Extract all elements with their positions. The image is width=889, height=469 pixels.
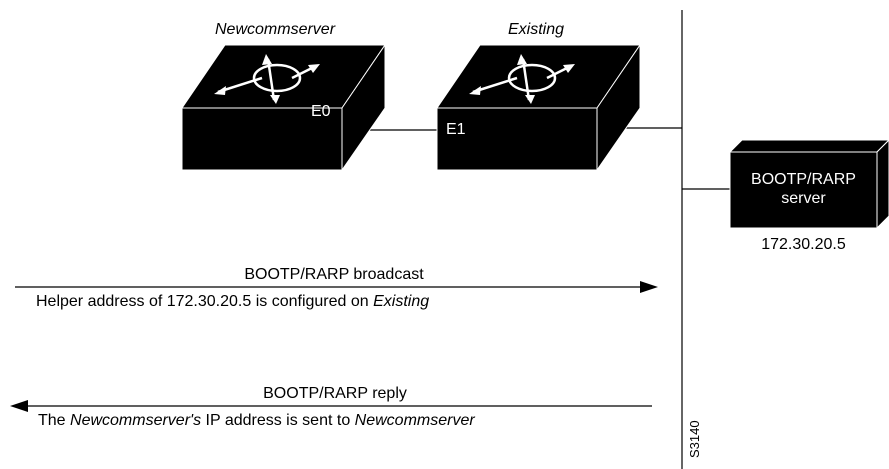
broadcast-caption-italic: Existing xyxy=(373,293,430,310)
broadcast-caption: Helper address of 172.30.20.5 is configu… xyxy=(36,293,429,311)
bootp-rarp-server xyxy=(728,139,889,230)
reply-title: BOOTP/RARP reply xyxy=(263,385,407,402)
broadcast-caption-text: Helper address of 172.30.20.5 is configu… xyxy=(36,293,374,310)
reply-caption: The Newcommserver's IP address is sent t… xyxy=(38,412,475,430)
server-ip: 172.30.20.5 xyxy=(761,236,846,253)
port-label-e1: E1 xyxy=(446,121,466,138)
router-existing xyxy=(436,43,641,172)
reply-caption-italic-1: Newcommserver's xyxy=(70,412,202,429)
server-label-line1: BOOTP/RARP xyxy=(751,171,856,188)
figure-id: S3140 xyxy=(687,420,702,458)
router-name-existing: Existing xyxy=(508,21,565,38)
port-label-e0: E0 xyxy=(311,103,331,120)
reply-arrow xyxy=(10,400,652,412)
router-name-newcommserver: Newcommserver xyxy=(215,21,336,38)
broadcast-title: BOOTP/RARP broadcast xyxy=(244,266,424,283)
reply-caption-italic-2: Newcommserver xyxy=(354,412,475,429)
server-label-line2: server xyxy=(781,190,826,207)
router-newcommserver xyxy=(181,43,386,172)
broadcast-arrow xyxy=(15,281,658,293)
reply-caption-text-2: IP address is sent to xyxy=(201,412,355,429)
reply-caption-text-1: The xyxy=(38,412,71,429)
